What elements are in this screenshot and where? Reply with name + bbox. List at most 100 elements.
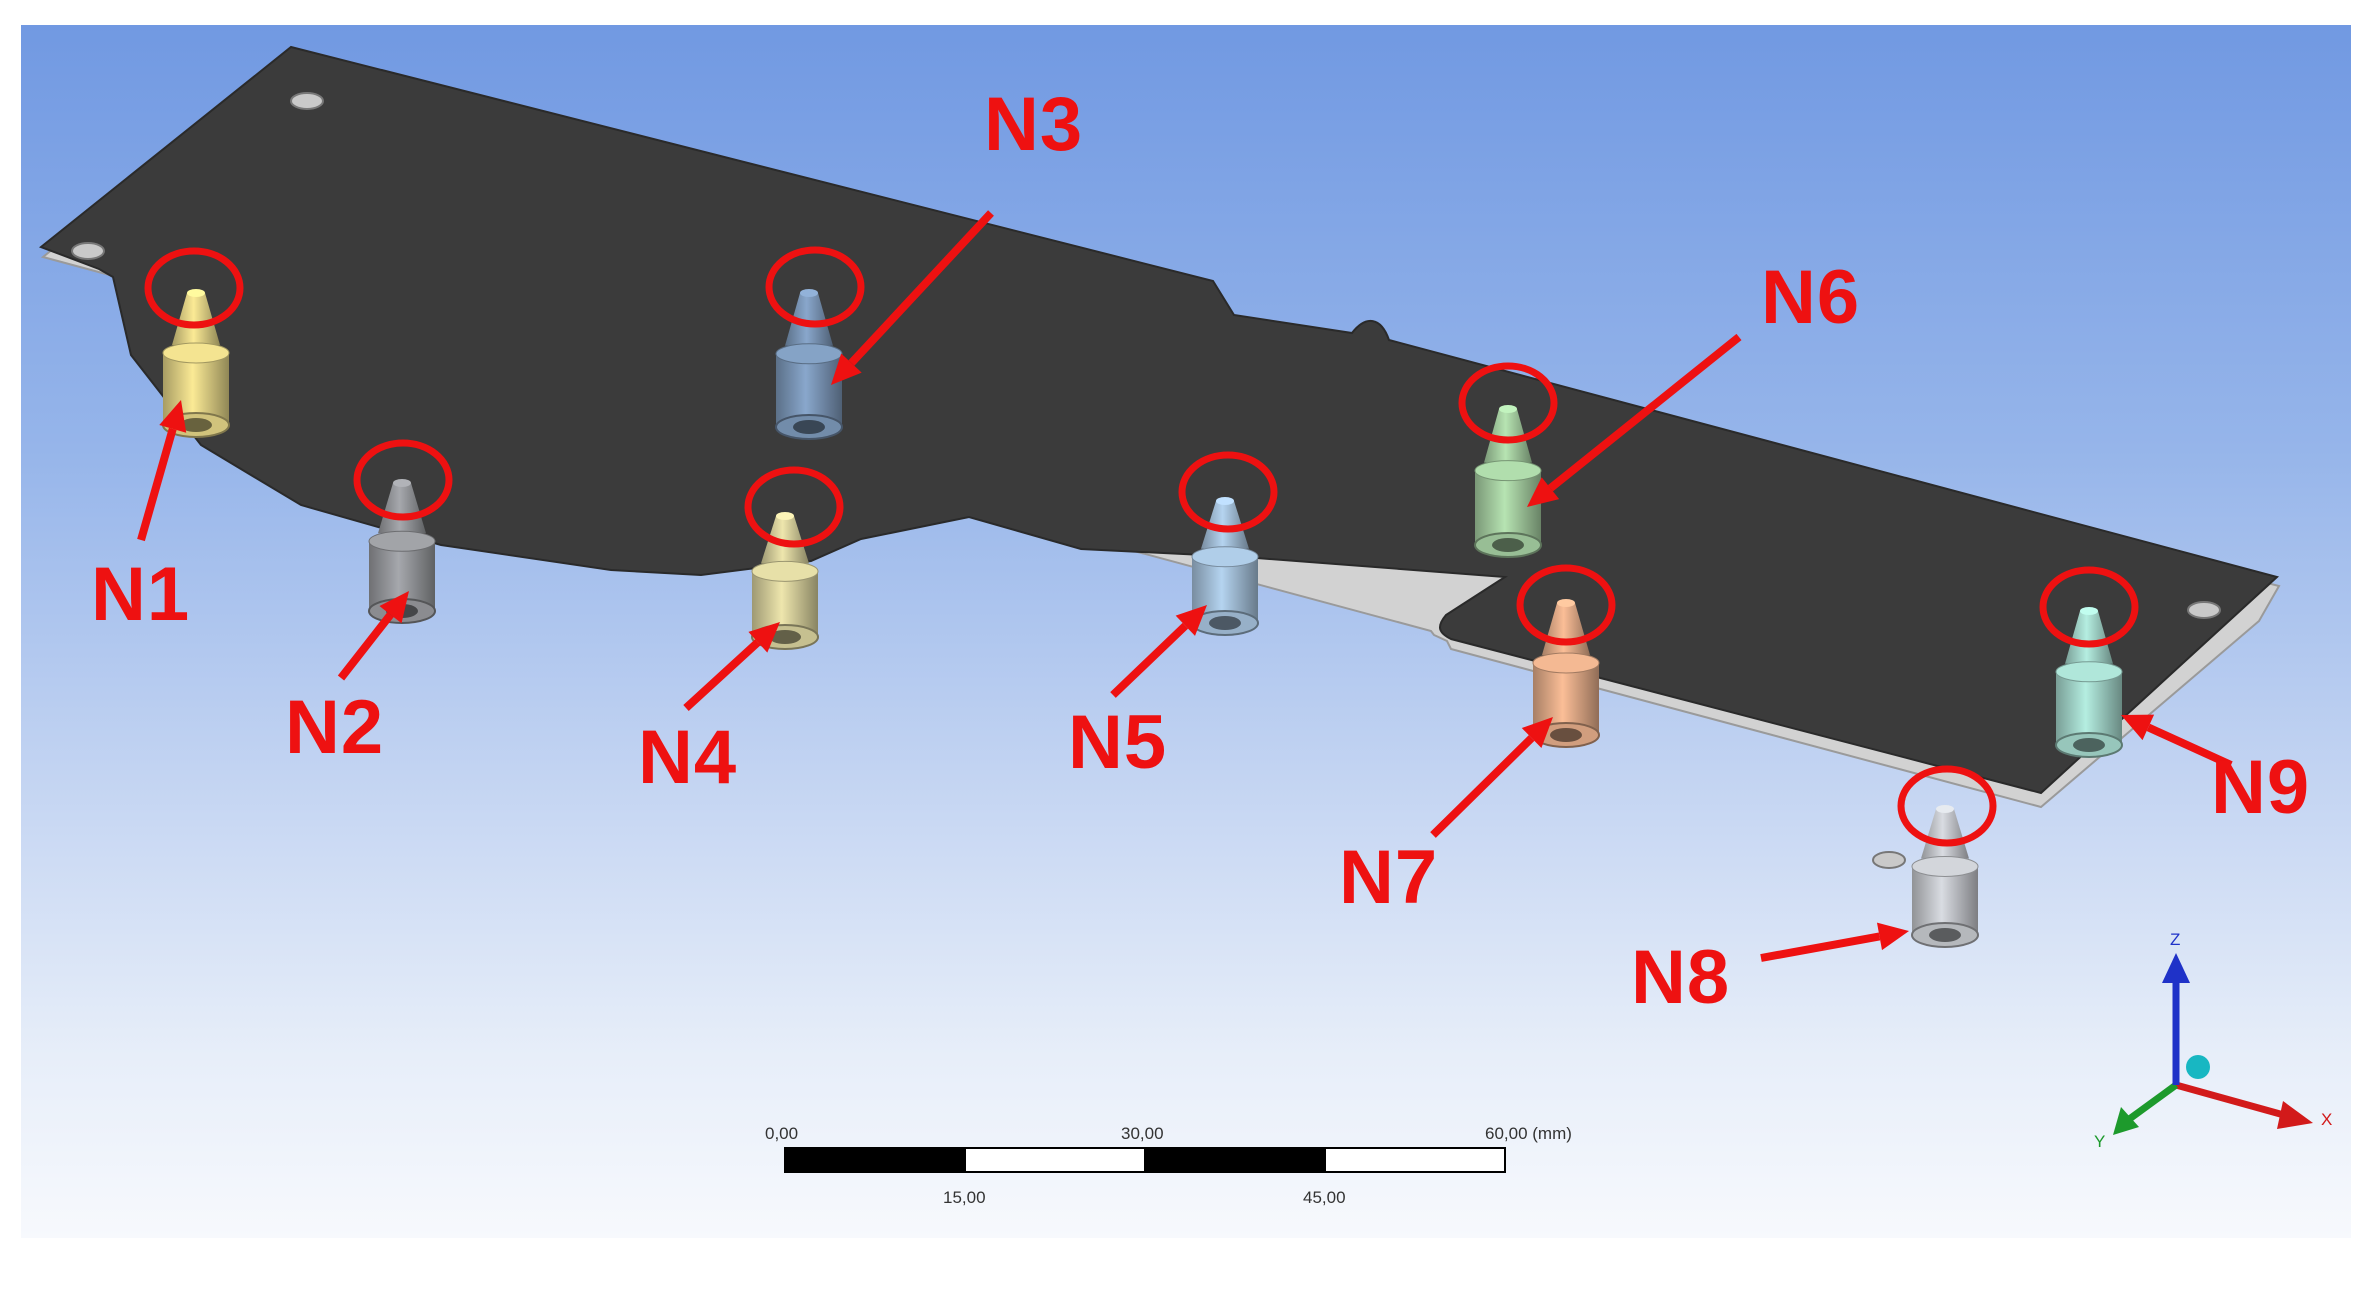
highlight-circle-n6 — [1458, 362, 1558, 444]
nozzle-bore — [1492, 538, 1524, 552]
nozzle-cone — [2065, 611, 2113, 664]
arrowhead — [379, 591, 409, 624]
nozzle-bore — [793, 420, 825, 434]
nozzle-label-n7: N7 — [1339, 835, 1438, 920]
nozzle-tip — [2080, 607, 2098, 615]
nozzle-tip — [187, 289, 205, 297]
triad-x-label: X — [2321, 1110, 2332, 1129]
nozzle-n4[interactable] — [751, 512, 819, 650]
nozzle-tip — [1216, 497, 1234, 505]
triad-y-arrowhead — [2113, 1107, 2139, 1135]
pointer-arrow-n7 — [1430, 735, 1535, 838]
arrowhead — [831, 353, 862, 385]
nozzle-body — [369, 541, 435, 611]
highlight-circle-n4 — [744, 466, 844, 548]
nozzle-label-n5: N5 — [1068, 700, 1167, 785]
arrowhead — [159, 400, 187, 433]
nozzle-shoulder — [2055, 661, 2123, 683]
nozzle-shoulder — [162, 342, 230, 364]
nozzle-bore — [180, 418, 212, 432]
highlight-circle-n3 — [765, 246, 865, 328]
mounting-hole — [290, 92, 324, 110]
nozzle-tip — [1499, 405, 1517, 413]
arrowhead — [2121, 714, 2155, 741]
nozzle-n6[interactable] — [1474, 405, 1542, 558]
nozzle-bore — [1550, 728, 1582, 742]
nozzle-tip — [800, 289, 818, 297]
arrowhead — [1521, 717, 1553, 749]
nozzle-body — [752, 571, 818, 637]
nozzle-cone — [378, 483, 426, 534]
nozzle-n9[interactable] — [2055, 607, 2123, 758]
nozzle-tip — [1936, 805, 1954, 813]
nozzle-bore — [2073, 738, 2105, 752]
pointer-arrow-n6 — [1547, 333, 1742, 492]
nozzle-label-n6: N6 — [1761, 255, 1860, 340]
highlight-circle-n2 — [353, 439, 453, 521]
nozzle-body — [1192, 556, 1258, 623]
nozzle-tip — [1557, 599, 1575, 607]
triad-z-label: Z — [2170, 930, 2180, 949]
nozzle-shoulder — [751, 560, 819, 582]
triad-y-axis — [2125, 1082, 2179, 1123]
nozzle-body — [1912, 866, 1978, 935]
nozzle-shoulder — [1532, 652, 1600, 674]
nozzle-bore — [1929, 928, 1961, 942]
triad-z-arrowhead — [2162, 953, 2190, 983]
nozzle-n3[interactable] — [775, 289, 843, 440]
coordinate-triad[interactable]: X Y Z — [2094, 930, 2332, 1151]
mounting-hole — [1872, 851, 1906, 869]
highlight-circle-n9 — [2039, 566, 2139, 648]
arrowhead — [748, 622, 780, 653]
scale-label-60: 60,00 (mm) — [1485, 1124, 1572, 1143]
scale-label-30: 30,00 — [1121, 1124, 1164, 1143]
nozzle-label-n2: N2 — [285, 685, 384, 770]
nozzle-label-n4: N4 — [638, 715, 737, 800]
highlight-circle-n5 — [1178, 451, 1278, 533]
highlight-circle-n8 — [1897, 765, 1997, 847]
highlight-circle-n7 — [1516, 564, 1616, 646]
scale-label-15: 15,00 — [943, 1188, 986, 1207]
nozzle-body — [776, 353, 842, 427]
pointer-arrow-n8 — [1760, 932, 1881, 962]
nozzle-body — [2056, 671, 2122, 745]
nozzle-shoulder — [368, 530, 436, 552]
nozzle-n8[interactable] — [1911, 805, 1979, 948]
mounting-hole — [71, 242, 105, 260]
nozzle-cone — [761, 516, 809, 564]
nozzle-cone — [785, 293, 833, 346]
nozzle-label-n8: N8 — [1631, 935, 1730, 1020]
triad-x-arrowhead — [2277, 1101, 2313, 1129]
scale-label-45: 45,00 — [1303, 1188, 1346, 1207]
nozzle-shoulder — [1911, 855, 1979, 877]
pointer-arrow-n3 — [848, 210, 994, 366]
highlight-circle-n1 — [144, 247, 244, 329]
mounting-plate — [39, 45, 2280, 795]
pointer-arrow-n1 — [137, 427, 177, 542]
nozzle-cone — [172, 293, 220, 345]
nozzle-tip — [776, 512, 794, 520]
scale-label-0: 0,00 — [765, 1124, 798, 1143]
pointer-arrow-n5 — [1110, 622, 1189, 698]
pointer-arrow-n2 — [337, 612, 394, 681]
arrowhead — [1527, 477, 1560, 507]
nozzle-label-n1: N1 — [91, 552, 190, 637]
arrowhead — [1876, 922, 1909, 951]
nozzle-body — [1533, 662, 1599, 735]
pointer-arrow-n4 — [683, 639, 761, 711]
nozzle-shoulder — [1474, 460, 1542, 482]
triad-y-label: Y — [2094, 1132, 2105, 1151]
nozzle-body — [1475, 470, 1541, 545]
triad-x-axis — [2175, 1081, 2292, 1121]
mounting-hole — [2187, 601, 2221, 619]
nozzle-shoulder — [775, 343, 843, 365]
scale-bar: 0,00 30,00 60,00 (mm) 15,00 45,00 — [765, 1124, 1572, 1207]
nozzle-cone — [1484, 409, 1532, 463]
triad-center-sphere — [2186, 1055, 2210, 1079]
nozzle-bore — [769, 630, 801, 644]
nozzle-cone — [1201, 501, 1249, 549]
pointer-arrow-n9 — [2146, 723, 2233, 769]
nozzle-n5[interactable] — [1191, 497, 1259, 636]
